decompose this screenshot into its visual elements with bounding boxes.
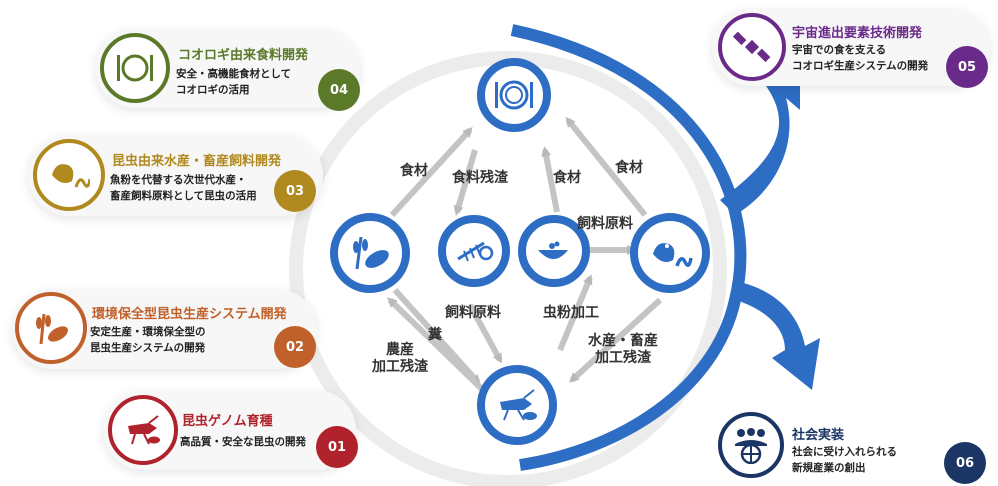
item-06-title: 社会実装 <box>792 428 845 443</box>
label-feed-2: 飼料原料 <box>445 305 501 321</box>
label-frass: 糞 <box>428 327 442 343</box>
arrow-to-space <box>720 58 800 215</box>
item-06-icon-ring <box>718 412 784 478</box>
plate-fork-knife-icon <box>495 80 533 110</box>
item-01-title: 昆虫ゲノム育種 <box>182 414 273 429</box>
grain-beans-icon <box>353 236 389 270</box>
chicken-worm-icon <box>52 164 90 188</box>
label-aqua-residue: 水産・畜産 加工残渣 <box>588 333 658 366</box>
item-03-title: 昆虫由来水産・畜産飼料開発 <box>112 154 282 169</box>
fishbone-apple-icon <box>457 241 494 262</box>
cycle-node-livestock <box>630 213 710 293</box>
label-feed-1: 飼料原料 <box>577 216 633 232</box>
label-food-2: 食材 <box>553 170 581 186</box>
item-06-badge: 06 <box>944 442 986 484</box>
chicken-worm-icon <box>653 243 693 267</box>
cycle-node-powder <box>518 215 590 287</box>
cycle-node-cricket <box>477 365 557 445</box>
item-03-icon-ring <box>33 139 105 211</box>
powder-scoop-icon <box>538 241 568 259</box>
item-02-title: 環境保全型昆虫生産システム開発 <box>92 307 287 322</box>
label-agri-residue: 農産 加工残渣 <box>372 342 428 375</box>
label-food-1: 食材 <box>400 163 428 179</box>
label-powder: 虫粉加工 <box>543 305 599 321</box>
arrow-to-society <box>730 282 820 390</box>
item-02-desc: 安定生産・環境保全型の 昆虫生産システムの開発 <box>90 326 206 354</box>
item-01-badge: 01 <box>316 426 358 468</box>
cycle-node-crops <box>330 213 410 293</box>
item-02-icon-ring <box>15 292 87 364</box>
item-01-icon-ring <box>108 395 178 465</box>
cricket-icon <box>500 389 537 421</box>
item-03-badge: 03 <box>274 170 316 212</box>
item-02-badge: 02 <box>274 326 316 368</box>
item-05-desc: 宇宙での食を支える コオロギ生産システムの開発 <box>792 44 929 72</box>
item-04-icon-ring <box>100 33 170 103</box>
grain-beans-icon <box>36 313 68 345</box>
satellite-icon <box>732 31 771 63</box>
item-04-desc: 安全・高機能食材として コオロギの活用 <box>176 68 292 96</box>
item-04-badge: 04 <box>318 69 360 111</box>
plate-fork-knife-icon <box>117 54 153 82</box>
item-01-desc: 高品質・安全な昆虫の開発 <box>180 436 306 448</box>
cycle-node-residue <box>438 215 510 287</box>
item-05-title: 宇宙進出要素技術開発 <box>792 26 923 41</box>
cycle-node-food <box>477 58 551 132</box>
label-food-residue: 食料残渣 <box>452 170 508 186</box>
item-05-badge: 05 <box>946 46 988 88</box>
cricket-icon <box>128 415 160 445</box>
label-food-3: 食材 <box>615 160 643 176</box>
item-05-icon-ring <box>718 13 786 81</box>
people-globe-icon <box>735 428 767 464</box>
item-06-desc: 社会に受け入れられる 新規産業の創出 <box>792 446 897 474</box>
item-04-title: コオロギ由来食料開発 <box>178 48 309 63</box>
item-03-desc: 魚粉を代替する次世代水産・ 畜産飼料原料として昆虫の活用 <box>110 174 257 202</box>
